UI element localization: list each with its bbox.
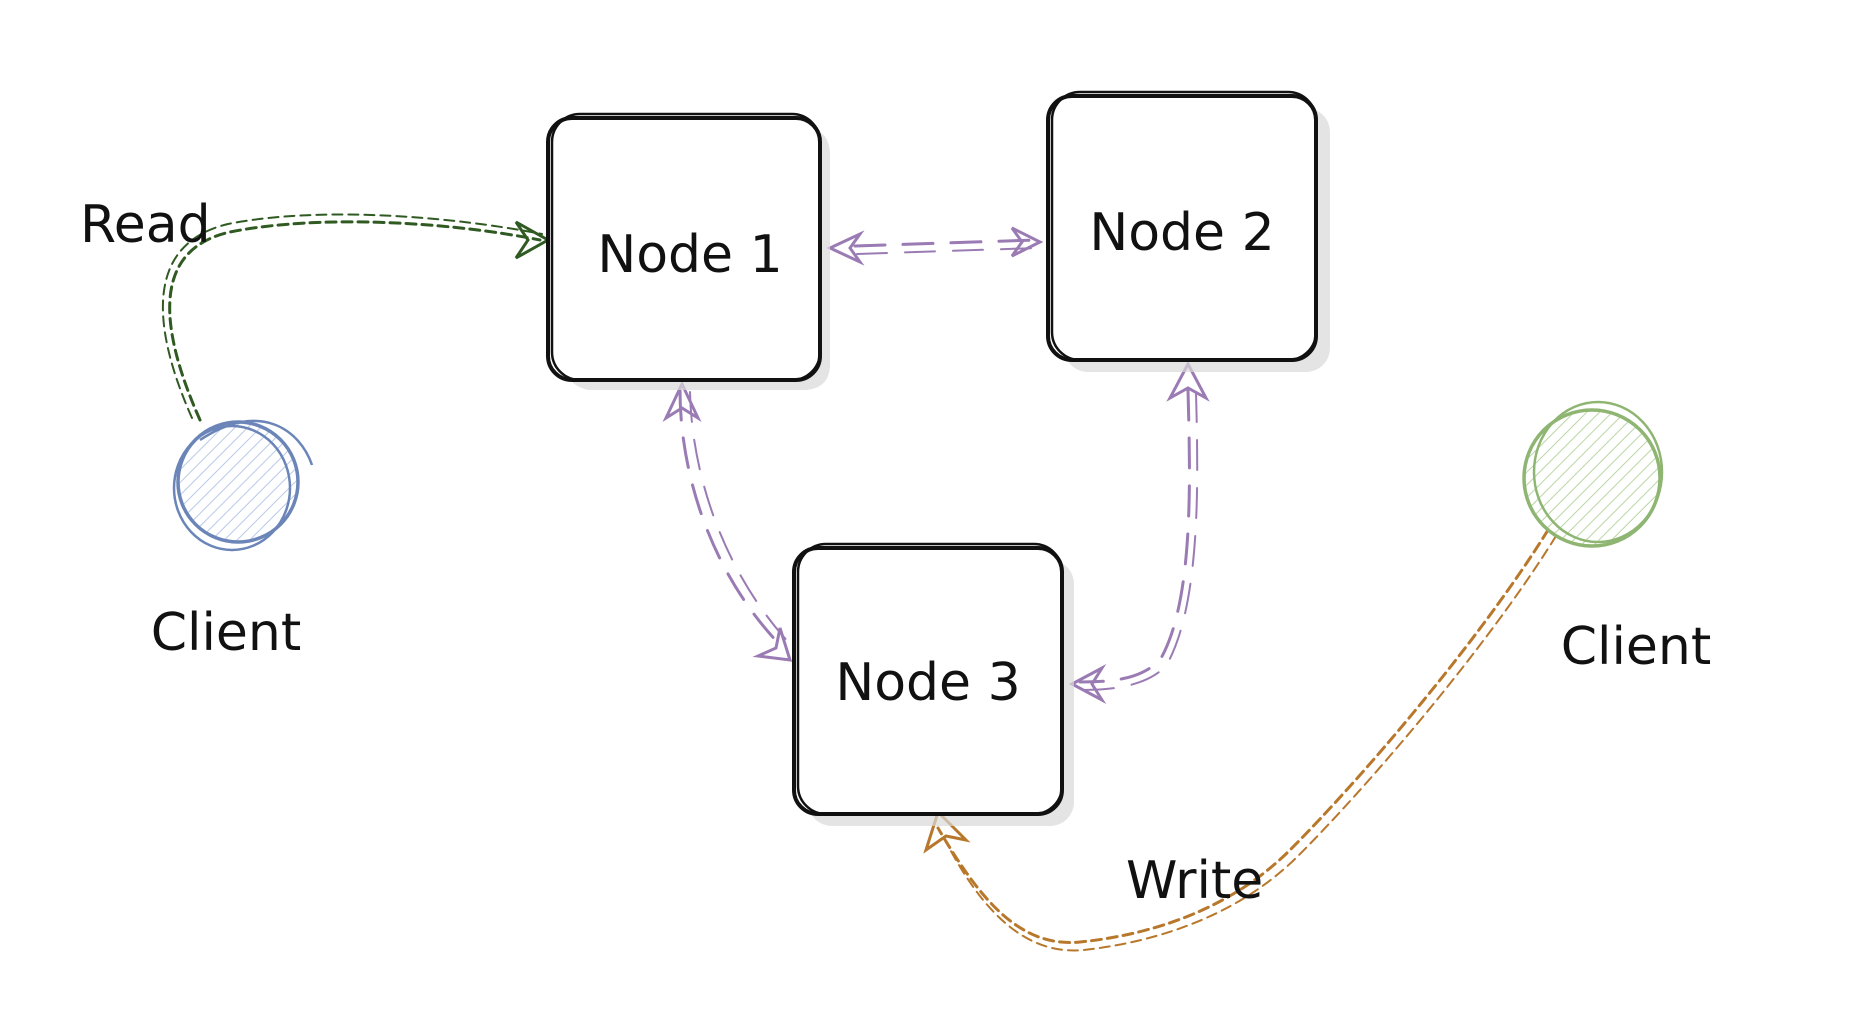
client-left-label: Client <box>151 603 302 663</box>
node-3-label: Node 3 <box>835 653 1020 713</box>
arrowhead-node3-left <box>752 627 793 662</box>
edge-read <box>162 213 552 422</box>
write-label: Write <box>1126 851 1263 911</box>
arrowhead-node1-bottom <box>662 380 702 422</box>
edge-node2-node3 <box>1068 360 1210 704</box>
read-label: Read <box>80 195 211 255</box>
node-3: Node 3 <box>792 542 1074 826</box>
node-2: Node 2 <box>1046 90 1330 372</box>
node-1: Node 1 <box>546 112 830 390</box>
node-1-label: Node 1 <box>597 225 782 285</box>
arrowhead-node3-right <box>1068 664 1107 704</box>
arrowhead-read <box>514 220 552 260</box>
client-left: Client <box>151 419 314 663</box>
arrowhead-node1 <box>826 230 865 266</box>
client-right-label: Client <box>1561 617 1712 677</box>
edge-node1-node2 <box>826 226 1044 266</box>
edge-node1-node3 <box>662 380 793 662</box>
arrowhead-node2-bottom <box>1166 360 1210 402</box>
arrowhead-node2 <box>1010 226 1044 258</box>
client-right: Client <box>1522 400 1712 677</box>
node-2-label: Node 2 <box>1089 203 1274 263</box>
